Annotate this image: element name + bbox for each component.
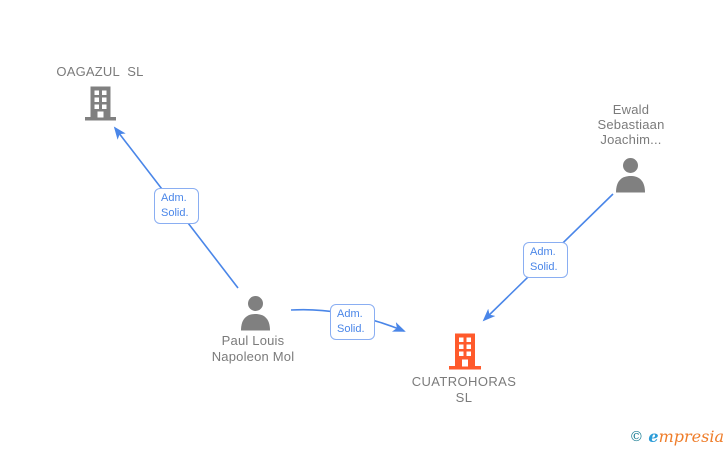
edge-label-line: Solid.	[161, 207, 189, 219]
building-icon[interactable]	[84, 85, 117, 122]
empresia-logo[interactable]: © empresia	[629, 427, 724, 446]
node-label-cuatrohoras[interactable]: CUATROHORAS SL	[394, 374, 534, 406]
node-label-ewald[interactable]: Ewald Sebastiaan Joachim...	[571, 102, 691, 147]
edge-label-adm-solid-2: Adm. Solid.	[330, 304, 375, 340]
node-label-line: CUATROHORAS	[411, 374, 517, 389]
copyright-icon: ©	[629, 429, 644, 445]
node-label-line: Sebastiaan	[597, 117, 665, 132]
edge-label-line: Adm.	[161, 192, 187, 204]
node-label-line: Joachim...	[600, 132, 662, 147]
node-label-line: SL	[455, 390, 473, 405]
edge-label-line: Adm.	[530, 246, 556, 258]
node-label-line: Paul Louis	[221, 333, 285, 348]
edge-label-line: Solid.	[337, 323, 365, 335]
brand-name: empresia	[648, 427, 724, 446]
person-icon[interactable]	[239, 295, 272, 331]
edge-label-adm-solid-1: Adm. Solid.	[154, 188, 199, 224]
building-icon-highlighted[interactable]	[448, 332, 482, 371]
edge-label-adm-solid-3: Adm. Solid.	[523, 242, 568, 278]
node-label-line: Ewald	[612, 102, 650, 117]
edge-label-line: Solid.	[530, 261, 558, 273]
node-label-line: Napoleon Mol	[211, 349, 295, 364]
person-icon[interactable]	[614, 157, 647, 193]
node-label-paul[interactable]: Paul Louis Napoleon Mol	[183, 333, 323, 365]
edge-label-line: Adm.	[337, 308, 363, 320]
node-label-oagazul[interactable]: OAGAZUL SL	[56, 64, 144, 79]
